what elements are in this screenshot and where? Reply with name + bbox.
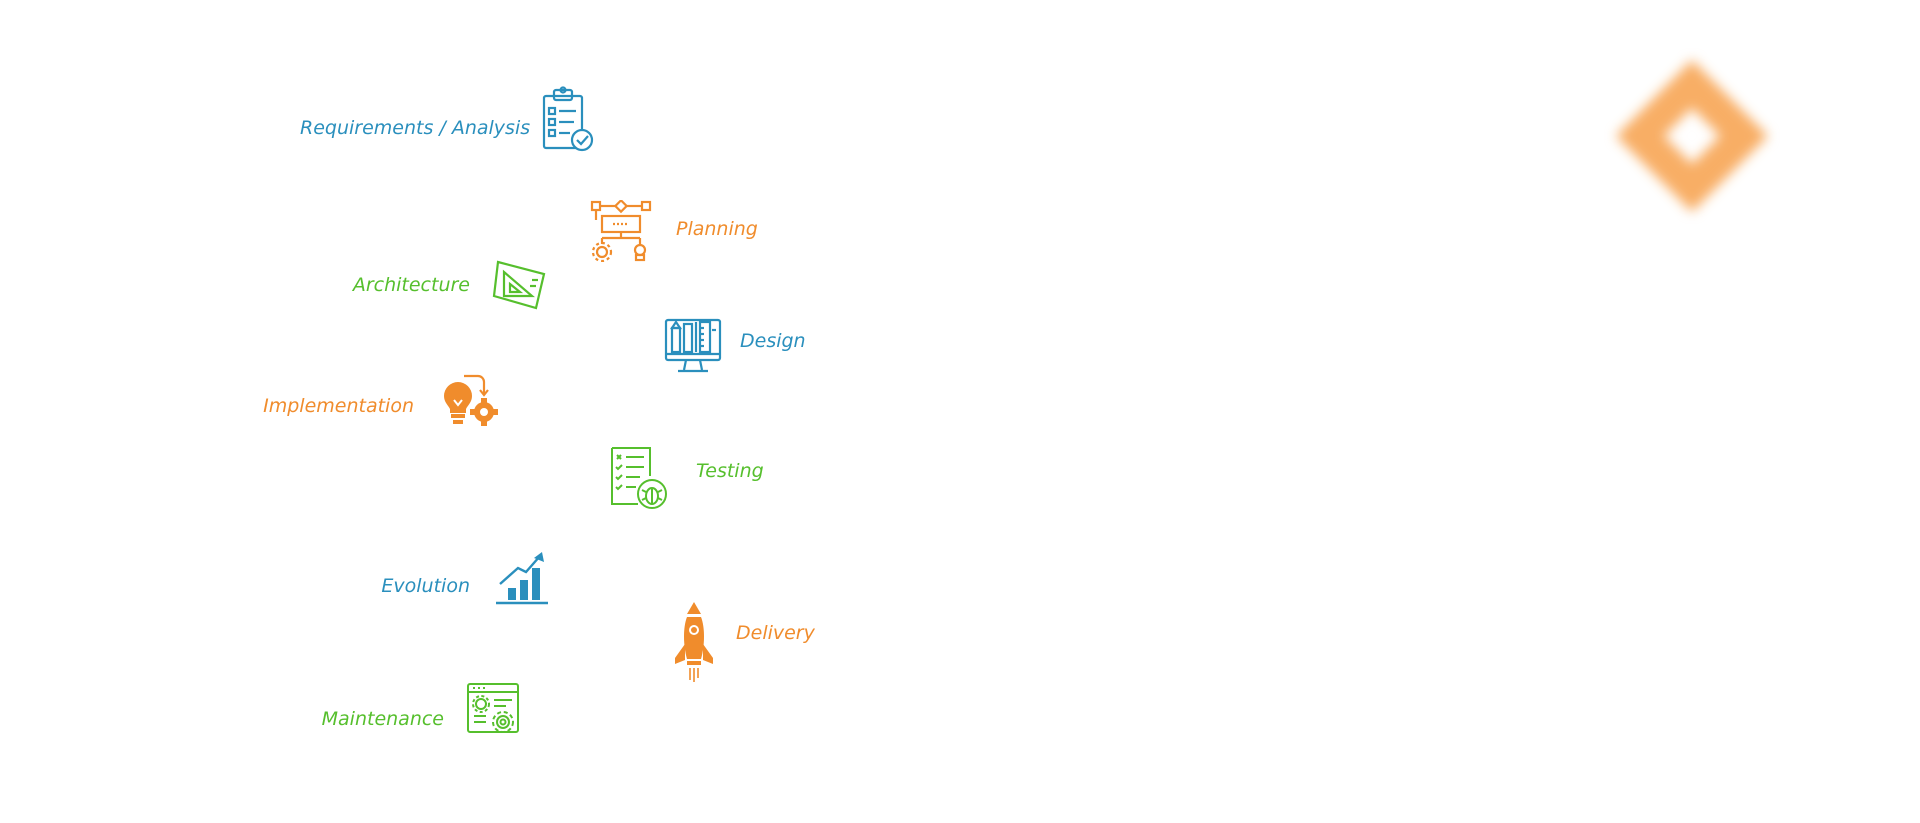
- step-label-maintenance: Maintenance: [321, 708, 444, 730]
- step-label-implementation: Implementation: [263, 395, 414, 417]
- monitor-design-tools-icon: [664, 318, 722, 373]
- flowchart-icon: [590, 200, 652, 262]
- step-label-architecture: Architecture: [352, 274, 470, 296]
- rocket-icon: [675, 602, 713, 682]
- growth-chart-icon: [496, 552, 548, 605]
- step-label-design: Design: [740, 330, 806, 352]
- checklist-bug-icon: [611, 447, 667, 509]
- lightbulb-gear-icon: [444, 374, 498, 426]
- step-label-delivery: Delivery: [736, 622, 815, 644]
- step-label-evolution: Evolution: [381, 575, 470, 597]
- diamond-logo-icon: [1616, 60, 1768, 212]
- step-label-planning: Planning: [676, 218, 758, 240]
- browser-gears-icon: [467, 683, 519, 733]
- drafting-triangle-icon: [492, 260, 546, 310]
- step-label-testing: Testing: [696, 460, 764, 482]
- step-label-requirements: Requirements / Analysis: [300, 117, 531, 139]
- clipboard-check-icon: [542, 86, 594, 152]
